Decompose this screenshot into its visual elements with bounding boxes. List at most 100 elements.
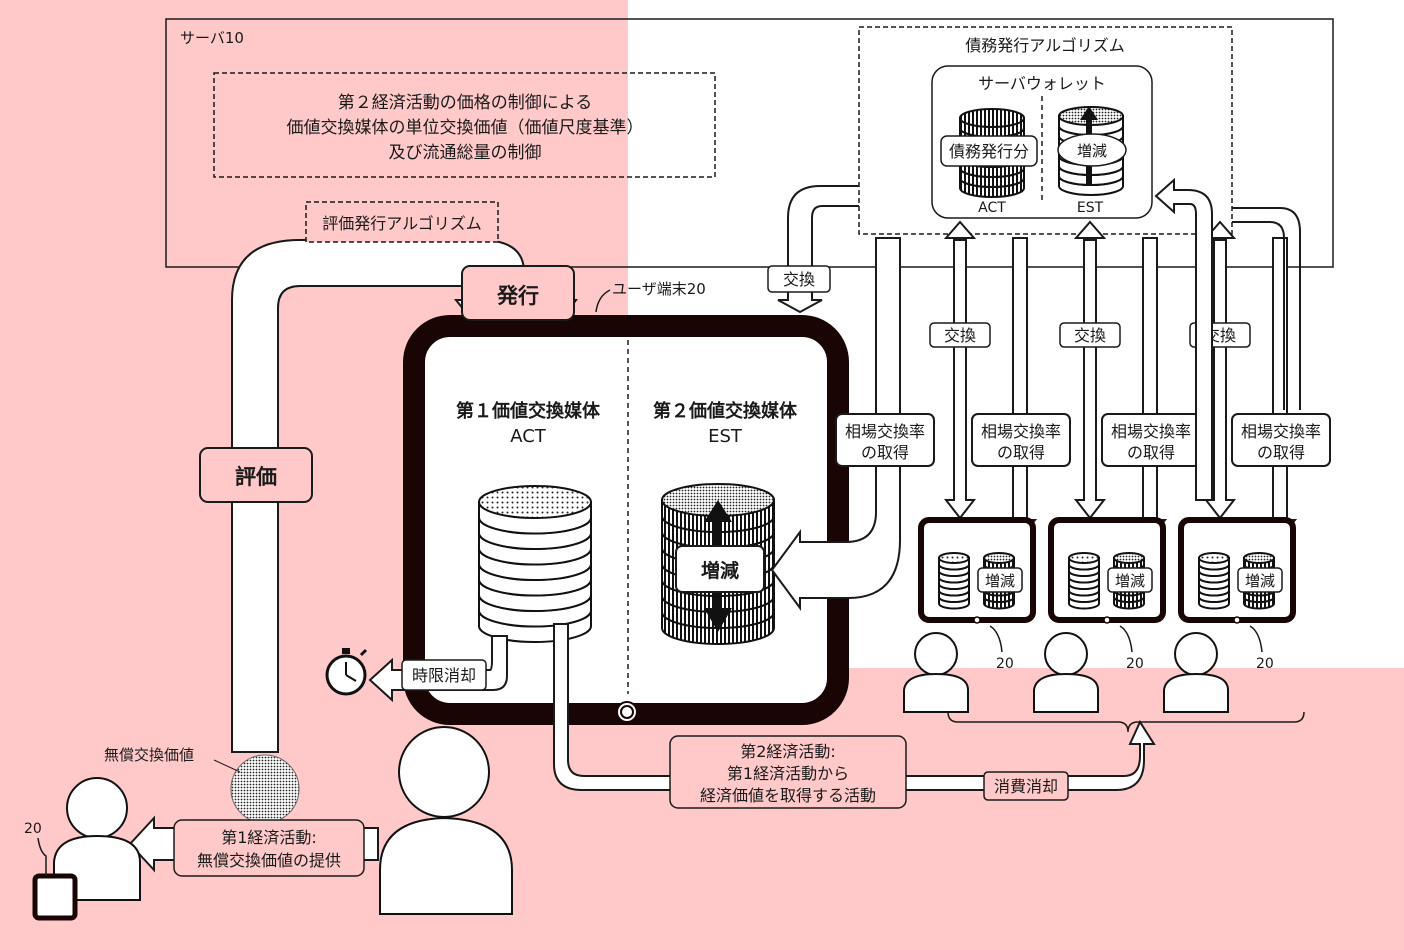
act-coin-stack (478, 485, 592, 643)
user-body-2 (1033, 672, 1099, 713)
medium1-sub: ACT (510, 426, 547, 447)
user-head-3 (1174, 632, 1218, 676)
tablet-act-stack-3 (1198, 552, 1230, 610)
rate-line-1-1: 相場交換率 (981, 422, 1061, 441)
second-activity-line-1: 第2経済活動: (740, 742, 836, 761)
rate-box-1 (971, 413, 1071, 467)
exchange-label-1: 交換 (944, 326, 976, 345)
control-note: 第２経済活動の価格の制御による 価値交換媒体の単位交換価値（価値尺度基準） 及び… (213, 72, 716, 178)
exchange-label-2: 交換 (1074, 326, 1106, 345)
wallet-title: サーバウォレット (978, 74, 1106, 93)
consume-box: 消費消却 (983, 771, 1069, 801)
coin-face (1243, 552, 1275, 564)
tablet-ref-1: 20 (996, 656, 1014, 672)
tablet-act-stack-2 (1068, 552, 1100, 610)
rate-arrow-3 (1262, 237, 1298, 540)
exchange-label-box-1 (929, 322, 991, 348)
exchange-arrow-2 (1073, 239, 1107, 520)
exchange-arrow-head-2 (1073, 220, 1107, 239)
rate-line-2-1: の取得 (997, 443, 1045, 462)
tablet-ref-line-2 (1119, 625, 1133, 653)
wallet-change-box: 増減 (1057, 133, 1127, 167)
tablet-change-box-2 (1107, 567, 1153, 593)
control-line-3: 及び流通総量の制御 (389, 143, 542, 163)
terminal-rate-line-1: 相場交換率 (845, 422, 925, 441)
coin-face (1068, 552, 1100, 564)
eval-algorithm-label: 評価発行アルゴリズム (322, 214, 482, 233)
rate-arrow-1 (1002, 237, 1038, 540)
consume-label: 消費消却 (994, 777, 1058, 796)
first-activity-flow: 第1経済活動: 無償交換価値の提供 (128, 815, 379, 877)
tablet-change-label-1: 増減 (985, 572, 1015, 590)
tablet-ref-2: 20 (1126, 656, 1144, 672)
wallet-act: ACT (978, 200, 1006, 216)
rate-arrow-2 (1132, 237, 1168, 540)
user-terminal-label: ユーザ端末20 (612, 280, 706, 298)
users-brace (947, 711, 1305, 733)
coin-face (1113, 552, 1145, 564)
wallet-right-arrow (1154, 177, 1301, 501)
second-activity-flow (553, 623, 1156, 791)
tablet-change-label-2: 増減 (1115, 572, 1145, 590)
first-activity-line-1: 第1経済活動: (221, 828, 317, 847)
debt-algorithm-label: 債務発行アルゴリズム (965, 36, 1125, 55)
exchange-arrow-1 (943, 239, 977, 520)
coin-face (983, 552, 1015, 564)
est-change-label: 増減 (701, 559, 739, 582)
terminal-rate-line-2: の取得 (861, 443, 909, 462)
user-head-2 (1044, 632, 1088, 676)
time-expire-label: 時限消却 (412, 666, 476, 685)
medium2-title: 第２価値交換媒体 (653, 400, 798, 422)
wallet-change-label: 増減 (1077, 142, 1107, 160)
user-head-1 (914, 632, 958, 676)
second-activity-box: 第2経済活動: 第1経済活動から 経済価値を取得する活動 (669, 735, 907, 809)
tablet-button-1 (973, 616, 981, 624)
rate-line-2-3: の取得 (1257, 443, 1305, 462)
wallet-debt-box: 債務発行分 (940, 135, 1038, 167)
right-user-flows: 交換相場交換率の取得増減20交換相場交換率の取得増減20交換相場交換率の取得増減… (903, 220, 1331, 713)
coin-face (1198, 552, 1230, 564)
tablet-button-2 (1103, 616, 1111, 624)
second-activity-line-3: 経済価値を取得する活動 (700, 786, 876, 805)
user-body-1 (903, 672, 969, 713)
central-user-avatar (379, 726, 513, 915)
evaluate-box: 評価 (199, 447, 313, 503)
exchange-arrow-head-1 (943, 220, 977, 239)
terminal-rate-box: 相場交換率 の取得 (835, 413, 935, 467)
est-change-box: 増減 (675, 545, 765, 593)
rate-line-2-2: の取得 (1127, 443, 1175, 462)
tablet-ref-line-1 (989, 625, 1003, 653)
coin-face (938, 552, 970, 564)
terminal-exchange-label: 交換 (783, 270, 815, 289)
coin-face (478, 485, 592, 519)
stopwatch-icon (325, 648, 368, 696)
left-user-avatar: 20 (24, 777, 141, 921)
issue-box: 発行 (461, 265, 575, 321)
rate-box-3 (1231, 413, 1331, 467)
evaluate-label: 評価 (235, 465, 277, 489)
left-terminal-ref: 20 (24, 821, 42, 837)
tablet-act-stack-1 (938, 552, 970, 610)
exchange-label-box-2 (1059, 322, 1121, 348)
rate-line-1-3: 相場交換率 (1241, 422, 1321, 441)
free-value-label: 無償交換価値 (104, 746, 194, 764)
coin-face (959, 108, 1025, 128)
tablet-ref-3: 20 (1256, 656, 1274, 672)
wallet-est: EST (1077, 200, 1104, 216)
medium2-sub: EST (708, 426, 743, 447)
tablet-button-3 (1233, 616, 1241, 624)
server-label: サーバ10 (180, 29, 244, 47)
control-line-2: 価値交換媒体の単位交換価値（価値尺度基準） (287, 118, 644, 138)
first-activity-line-2: 無償交換価値の提供 (197, 851, 341, 870)
tablet-change-box-3 (1237, 567, 1283, 593)
time-expire-flow: 時限消却 (368, 635, 508, 703)
tablet-change-label-3: 増減 (1245, 572, 1275, 590)
medium1-title: 第１価値交換媒体 (456, 400, 601, 422)
issue-label: 発行 (496, 284, 539, 308)
user-body-3 (1163, 672, 1229, 713)
server-box: サーバ10 (165, 18, 1334, 268)
control-line-1: 第２経済活動の価格の制御による (338, 93, 593, 113)
rate-line-1-2: 相場交換率 (1111, 422, 1191, 441)
